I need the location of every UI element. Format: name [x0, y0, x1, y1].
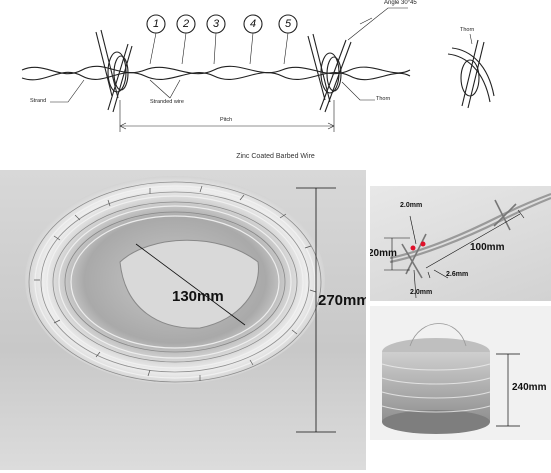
barbed-wire-schematic: 1 2 3 4 5 Angle 30°45 Thorn Strand Stran…	[0, 0, 551, 150]
stranded-wire-label: Stranded wire	[150, 99, 184, 105]
small-coil-image	[381, 323, 520, 434]
wire-number-1: 1	[152, 18, 160, 30]
barb-wire-bottom-label: 2.0mm	[410, 289, 433, 296]
wire-number-4: 4	[249, 18, 257, 30]
outer-diameter-label: 270mm	[318, 292, 366, 309]
strand-label: Strand	[30, 98, 47, 104]
strand-wire-label: 2.6mm	[446, 271, 469, 278]
wire-number-3: 3	[212, 18, 220, 30]
schematic-drawing	[21, 7, 495, 132]
barb-wire-top-label: 2.0mm	[400, 202, 423, 209]
figure-caption: Zinc Coated Barbed Wire	[236, 153, 315, 160]
coil-photo: 130mm 270mm	[0, 170, 366, 470]
thorn-side-label: Thorn	[460, 27, 475, 33]
inner-diameter-label: 130mm	[172, 288, 224, 305]
thorn-label: Thorn	[376, 96, 391, 102]
barb-spacing-label: 100mm	[470, 242, 505, 253]
wire-number-5: 5	[284, 18, 292, 30]
barb-length-label: 20mm	[370, 248, 397, 259]
pitch-label: Pitch	[220, 117, 233, 123]
wire-number-2: 2	[182, 18, 190, 30]
barb-detail-photo: 2.0mm 20mm 100mm 2.6mm 2.0mm	[370, 186, 551, 301]
small-coil-height-label: 240mm	[512, 382, 547, 393]
coil-image	[25, 176, 336, 433]
angle-label: Angle 30°45	[384, 0, 417, 6]
small-coil-photo: 240mm	[370, 306, 551, 440]
barb-detail-image	[384, 192, 551, 299]
